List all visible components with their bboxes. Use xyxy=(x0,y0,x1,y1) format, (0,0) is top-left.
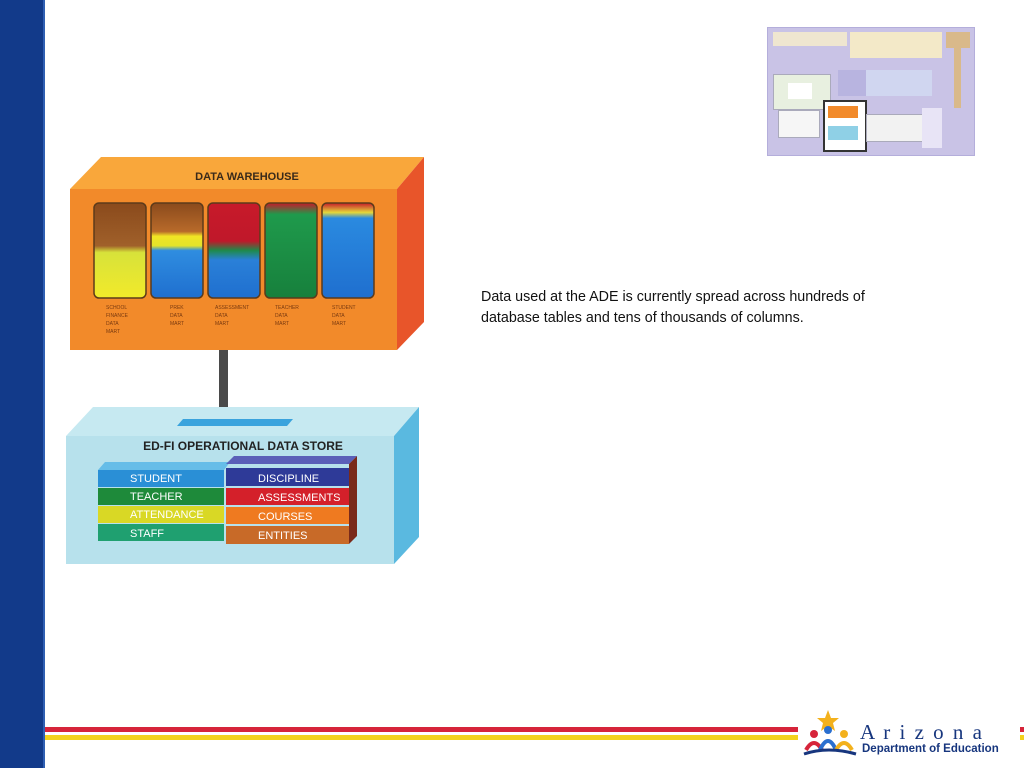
data-mart-prek: PREK DATA MART xyxy=(150,202,204,327)
mart-label: ASSESSMENT DATA MART xyxy=(215,305,250,327)
block-entities xyxy=(226,526,349,544)
ade-logo: A r i z o n a Department of Education xyxy=(798,708,1020,764)
block-label-entities: ENTITIES xyxy=(258,530,308,542)
mart-label: PREK DATA MART xyxy=(170,305,185,327)
block-label-attendance: ATTENDANCE xyxy=(130,509,204,521)
block-label-staff: STAFF xyxy=(130,528,164,540)
mart-label: TEACHER DATA MART xyxy=(275,305,300,327)
footer-stripe-yellow xyxy=(45,735,1024,740)
data-mart-school-finance: SCHOOL FINANCE DATA MART xyxy=(93,202,147,335)
block-label-teacher: TEACHER xyxy=(130,491,183,503)
mart-label: STUDENT DATA MART xyxy=(332,305,357,327)
block-teacher xyxy=(98,488,224,505)
block-attendance xyxy=(98,506,224,523)
block-assessments xyxy=(226,488,349,505)
warehouse-title: DATA WAREHOUSE xyxy=(195,171,299,183)
ods-title: ED-FI OPERATIONAL DATA STORE xyxy=(143,439,343,453)
logo-name: A r i z o n a xyxy=(860,720,984,744)
block-courses xyxy=(226,507,349,524)
data-mart-student: STUDENT DATA MART xyxy=(321,202,375,327)
overview-thumbnail xyxy=(767,27,975,156)
block-label-courses: COURSES xyxy=(258,511,312,523)
footer-stripe-red xyxy=(45,727,1024,732)
left-accent-bar xyxy=(0,0,45,768)
data-mart-teacher: TEACHER DATA MART xyxy=(264,202,318,327)
block-student xyxy=(98,470,224,487)
block-staff xyxy=(98,524,224,541)
data-mart-assessment: ASSESSMENT DATA MART xyxy=(207,202,261,327)
data-warehouse: DATA WAREHOUSE SCHOOL FINANCE DATA MART … xyxy=(70,157,424,350)
block-label-assessments: ASSESSMENTS xyxy=(258,492,341,504)
block-label-discipline: DISCIPLINE xyxy=(258,473,319,485)
slide-caption: Data used at the ADE is currently spread… xyxy=(481,289,865,326)
operational-data-store: ED-FI OPERATIONAL DATA STORE STUDENT TEA… xyxy=(66,407,419,564)
block-label-student: STUDENT xyxy=(130,473,182,485)
mart-label: SCHOOL FINANCE DATA MART xyxy=(106,305,129,335)
logo-subtitle: Department of Education xyxy=(862,743,999,755)
ade-logo-figures-icon xyxy=(803,710,857,756)
block-discipline xyxy=(226,468,349,486)
